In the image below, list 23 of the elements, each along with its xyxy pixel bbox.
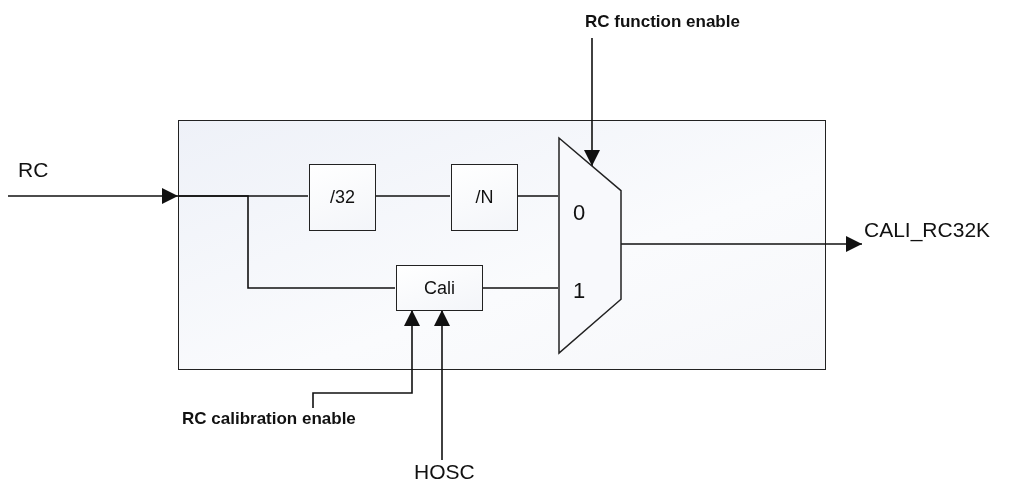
signal-label: HOSC — [414, 460, 475, 484]
connector-line — [481, 287, 559, 289]
signal-label: RC — [18, 158, 49, 182]
arrow — [619, 236, 863, 252]
connector-line — [516, 195, 559, 197]
input-number: 1 — [573, 278, 586, 304]
arrow — [312, 309, 420, 409]
arrow — [584, 37, 600, 167]
connector-line — [374, 195, 451, 197]
control-signal-label: RC calibration enable — [182, 409, 356, 429]
input-number: 0 — [573, 200, 586, 226]
connector-line — [177, 195, 396, 289]
signal-label: CALI_RC32K — [864, 218, 991, 242]
block-box — [451, 164, 518, 231]
block-label: Cali — [424, 277, 455, 299]
block-outline — [178, 120, 826, 370]
arrow — [434, 309, 450, 461]
block-label: /N — [475, 187, 494, 208]
block-box — [309, 164, 376, 231]
block-box — [396, 265, 483, 311]
block-label: /32 — [330, 187, 355, 208]
control-signal-label: RC function enable — [585, 12, 740, 32]
arrow — [7, 188, 179, 204]
